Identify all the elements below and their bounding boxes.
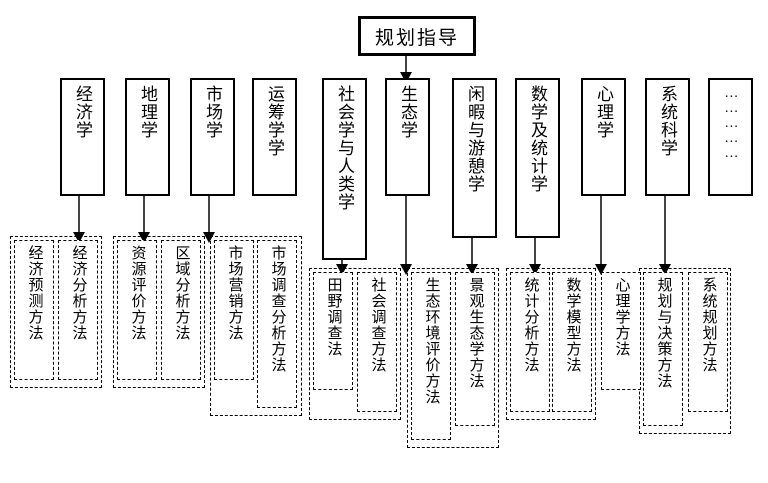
method-label-econ-analysis: 经济分析方法	[70, 245, 87, 341]
method-label-stat-analysis: 统计分析方法	[522, 277, 539, 373]
method-box-landscape-eco[interactable]: 景观生态学方法	[455, 272, 495, 426]
discipline-box-geography[interactable]: 地理学	[125, 78, 170, 196]
method-label-psy-method: 心理学方法	[613, 277, 630, 357]
method-box-region-analysis[interactable]: 区域分析方法	[161, 240, 201, 380]
marketing-down-arrowhead-icon	[203, 232, 215, 243]
method-box-resource-eval[interactable]: 资源评价方法	[117, 240, 157, 380]
method-box-econ-forecast[interactable]: 经济预测方法	[14, 240, 54, 380]
method-label-resource-eval: 资源评价方法	[129, 245, 146, 341]
discipline-label-marketing: 市场学	[203, 85, 222, 139]
discipline-box-ecology[interactable]: 生态学	[385, 78, 430, 196]
discipline-label-geography: 地理学	[138, 85, 157, 139]
group-soc	[309, 268, 401, 420]
sociology-down-line	[341, 260, 343, 264]
method-box-sys-planning[interactable]: 系统规划方法	[688, 272, 728, 412]
method-label-market-survey: 市场调查分析方法	[269, 245, 286, 373]
ellipsis-label: ……………	[723, 86, 739, 161]
marketing-down-line	[208, 196, 210, 232]
mathstat-down-arrowhead-icon	[529, 264, 541, 275]
leisure-down-arrowhead-icon	[466, 264, 478, 275]
group-econ	[10, 236, 102, 388]
discipline-label-sociology: 社会学与人类学	[335, 85, 354, 211]
method-label-eco-env-eval: 生态环境评价方法	[423, 277, 440, 405]
ellipsis-box: ……………	[708, 78, 753, 196]
method-label-field-survey: 田野调查法	[325, 277, 342, 357]
method-box-math-model[interactable]: 数学模型方法	[552, 272, 592, 412]
root-to-ecology-arrowhead-icon	[400, 72, 412, 83]
economics-down-line	[78, 196, 80, 232]
discipline-box-mathstat[interactable]: 数学及统计学	[515, 78, 560, 238]
method-box-market-promo[interactable]: 市场营销方法	[214, 240, 254, 380]
method-label-econ-forecast: 经济预测方法	[26, 245, 43, 341]
leisure-down-line	[471, 238, 473, 264]
discipline-box-sociology[interactable]: 社会学与人类学	[322, 78, 367, 260]
economics-down-arrowhead-icon	[73, 232, 85, 243]
discipline-label-mathstat: 数学及统计学	[528, 85, 547, 193]
ecology-down-line	[405, 196, 407, 264]
method-box-eco-env-eval[interactable]: 生态环境评价方法	[411, 272, 451, 440]
sociology-down-arrowhead-icon	[336, 264, 348, 275]
discipline-box-leisure[interactable]: 闲暇与游憩学	[452, 78, 497, 238]
method-label-region-analysis: 区域分析方法	[173, 245, 190, 341]
mathstat-down-line	[534, 238, 536, 264]
discipline-label-operations: 运筹学学	[265, 85, 284, 157]
method-box-social-survey[interactable]: 社会调查方法	[357, 272, 397, 412]
method-label-math-model: 数学模型方法	[564, 277, 581, 373]
geography-down-arrowhead-icon	[138, 232, 150, 243]
method-label-landscape-eco: 景观生态学方法	[467, 277, 484, 389]
discipline-label-economics: 经济学	[73, 85, 92, 139]
systemsci-down-arrowhead-icon	[659, 264, 671, 275]
method-box-psy-method[interactable]: 心理学方法	[601, 272, 641, 390]
discipline-label-ecology: 生态学	[398, 85, 417, 139]
discipline-box-operations[interactable]: 运筹学学	[252, 78, 297, 196]
method-box-econ-analysis[interactable]: 经济分析方法	[58, 240, 98, 380]
method-box-market-survey[interactable]: 市场调查分析方法	[257, 240, 297, 408]
ecology-down-arrowhead-icon	[400, 264, 412, 275]
systemsci-down-line	[664, 196, 666, 264]
method-box-stat-analysis[interactable]: 统计分析方法	[510, 272, 550, 412]
discipline-label-systemsci: 系统科学	[658, 85, 677, 157]
discipline-box-psychology[interactable]: 心理学	[581, 78, 626, 196]
root-to-ecology-line	[405, 56, 407, 72]
method-box-plan-decision[interactable]: 规划与决策方法	[643, 272, 683, 426]
method-label-sys-planning: 系统规划方法	[700, 277, 717, 373]
discipline-label-leisure: 闲暇与游憩学	[465, 85, 484, 193]
group-geo	[113, 236, 205, 388]
root-node-planning-guidance[interactable]: 规划指导	[358, 16, 476, 56]
group-math	[506, 268, 596, 420]
group-eco	[407, 268, 499, 448]
psychology-down-arrowhead-icon	[595, 264, 607, 275]
method-label-social-survey: 社会调查方法	[369, 277, 386, 373]
method-box-field-survey[interactable]: 田野调查法	[313, 272, 353, 390]
method-label-plan-decision: 规划与决策方法	[655, 277, 672, 389]
discipline-box-systemsci[interactable]: 系统科学	[645, 78, 690, 196]
psychology-down-line	[600, 196, 602, 264]
method-label-market-promo: 市场营销方法	[226, 245, 243, 341]
discipline-box-economics[interactable]: 经济学	[60, 78, 105, 196]
discipline-box-marketing[interactable]: 市场学	[190, 78, 235, 196]
discipline-label-psychology: 心理学	[594, 85, 613, 139]
group-market	[210, 236, 302, 416]
root-node-label: 规划指导	[374, 27, 459, 49]
geography-down-line	[143, 196, 145, 232]
